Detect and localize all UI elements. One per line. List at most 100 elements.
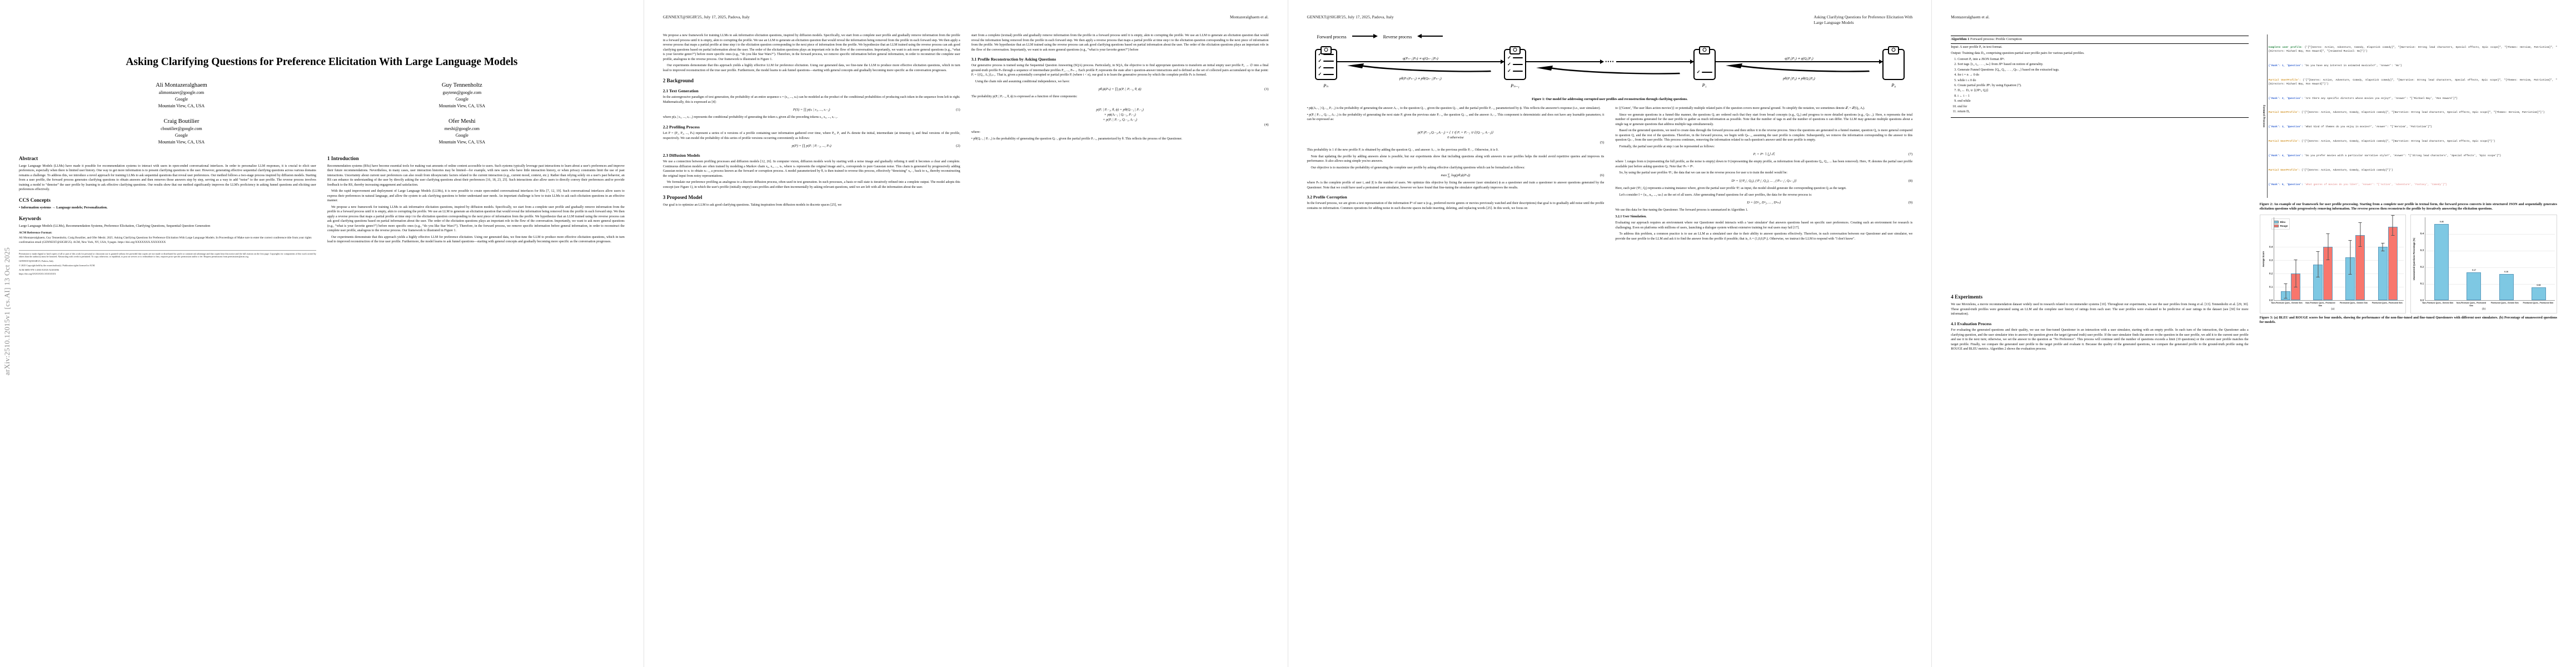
- bar-rect: [2434, 224, 2449, 301]
- background-sub-diffusion: 2.3 Diffusion Models: [662, 153, 700, 158]
- author-email[interactable]: cboutilier@google.com: [161, 126, 202, 132]
- ytick: 0.3: [2269, 258, 2273, 262]
- algorithm-1-title: Algorithm 1 Forward process: Profile Cor…: [1951, 36, 2249, 44]
- equation-9-body: D = {Dᵘ₁, Dᵘ₂, ... , Dᵘₘ}: [1747, 201, 1781, 205]
- equation-8-number: (8): [1908, 178, 1913, 183]
- author-name: Ofer Meshi: [449, 118, 476, 125]
- background-heading: 2 Background: [662, 78, 694, 84]
- paper-page-2: GENNEXT@SIGIR'25, July 17, 2025, Padova,…: [644, 0, 1288, 667]
- equation-3-body: pθ,ϕ(Pₙ) = ∏ p(Pᵢ | Pᵢ₋₁, θ, ϕ): [1098, 87, 1142, 92]
- reverse-arrow-icon: [1417, 33, 1443, 40]
- paper-page-4: Montazeralghaem et al. Algorithm 1 Forwa…: [1932, 0, 2576, 667]
- code-label: {'Rank': 3, 'Question':: [2268, 126, 2303, 129]
- footnote-permission: Permission to make digital or hard copie…: [19, 252, 316, 258]
- sec321-heading: 3.2.1 User Simulation.: [1615, 215, 1912, 220]
- code-block: Partial UserProfile': {'["[Genres: Actio…: [2269, 111, 2557, 115]
- code-text: {'["[Genres: Action, Adventure, Comedy, …: [2300, 111, 2545, 115]
- background-p1: In the autoregressive paradigm of text g…: [662, 96, 960, 104]
- algorithm-1-name: Forward process: Profile Corruption: [1970, 37, 2022, 41]
- reverse-curve-arrow-icon: [1337, 63, 1504, 72]
- xtick: Non-Finetune Ques., Gemini Sim: [2271, 302, 2303, 305]
- author-name: Guy Tennenholtz: [441, 82, 482, 88]
- checklist-row: ✓: [1318, 66, 1334, 70]
- author-email[interactable]: meshi@google.com: [444, 126, 480, 132]
- author-entry: Guy Tennenholtz guytenn@google.com Googl…: [322, 81, 602, 109]
- author-name: Craig Boutilier: [163, 118, 200, 125]
- profile-node-p0: P₀: [1882, 49, 1905, 88]
- middle-top-placeholder: [1526, 54, 1693, 58]
- code-text: 'Do you prefer movies with a particular …: [2303, 155, 2502, 158]
- check-icon: ✓: [1318, 52, 1322, 57]
- chart-a-xticks: Non-Finetune Ques., Gemini Sim Non-Finet…: [2270, 301, 2404, 307]
- bar-value-label: 0.16: [2504, 271, 2509, 273]
- checklist-row: ✓: [1507, 62, 1523, 67]
- page4-left-column: Algorithm 1 Forward process: Profile Cor…: [1951, 33, 2249, 354]
- running-head-page3: GENNEXT@SIGIR'25, July 17, 2025, Padova,…: [1307, 14, 1913, 26]
- code-block: Complete user profile: {'["[Genres: Acti…: [2269, 46, 2557, 54]
- forward-arrow-line-icon: [1715, 59, 1883, 64]
- ytick: 0.4: [2269, 245, 2273, 248]
- check-icon: ✓: [1507, 62, 1511, 67]
- xtick: Finetuned Ques., Finetuned Sim: [2371, 302, 2403, 305]
- runhead-authors: Montazeralghaem et al.: [1229, 14, 1269, 19]
- bar-group: 0.08: [2523, 217, 2555, 301]
- forward-process-sidebar-text: Forward Process: [2262, 104, 2266, 128]
- chart-a-plot: [2274, 215, 2404, 301]
- equation-6: max ∑ log(pθ,ϕ(Pₙ)) (6): [1307, 173, 1605, 178]
- code-text: {'["[Genres: Action, Adventure, Comedy, …: [2268, 46, 2557, 53]
- check-icon: ✓: [1696, 69, 1701, 74]
- clipboard-icon: [1882, 49, 1905, 80]
- code-text: {'["[Genres: Action, Adventure, Comedy, …: [2268, 78, 2558, 86]
- xtick: Finetuned Ques., Gemini Sim: [2340, 302, 2368, 305]
- figure-2-code-listing: Forward Process Complete user profile: {…: [2260, 34, 2557, 198]
- algorithm-step: return Dᵤ: [1957, 109, 2248, 114]
- code-text: 'Are there any specific directors whose …: [2303, 97, 2458, 100]
- acm-ref-body: Ali Montazeralghaem, Guy Tennenholtz, Cr…: [19, 236, 312, 244]
- line-icon: [1323, 60, 1334, 62]
- author-org: Google: [175, 132, 188, 138]
- chart-a-inner: Average Score 0.0 0.1 0.2 0.3 0.4: [2262, 215, 2404, 302]
- gridline: [2425, 267, 2555, 268]
- abstract-column: Abstract Large Language Models (LLMs) ha…: [19, 156, 316, 277]
- equation-6-number: (6): [1600, 173, 1605, 178]
- footnote-doi[interactable]: https://doi.org/XXXXXXX.XXXXXXX: [19, 272, 56, 276]
- ccs-line: • Information systems → Language models;…: [19, 205, 108, 210]
- reverse-curve-arrow-icon: [1716, 63, 1883, 72]
- profile-node-p1: ✓ P₁: [1693, 49, 1716, 88]
- legend-entry-rouge: Rouge: [2273, 225, 2288, 228]
- chart-b-yaxis: 0.0 0.1 0.2 0.3 0.4: [2416, 217, 2425, 302]
- intro-cont: Our experiments demonstrate that this ap…: [662, 64, 960, 72]
- sec3b-p2: Note that updating the profile by adding…: [1307, 155, 1605, 163]
- page-title: Asking Clarifying Questions for Preferen…: [126, 56, 518, 68]
- code-label: Complete user profile:: [2268, 46, 2303, 49]
- page1-columns: Abstract Large Language Models (LLMs) ha…: [19, 156, 625, 277]
- author-org: Google: [175, 97, 188, 102]
- figure-1-chain: ✓ ✓ ✓ ✓ Pₙ q(Pₙ₋₁|Pₙ) ∝ q(Qₙ₋₁|Pₙ): [1307, 49, 1913, 88]
- algorithm-1-steps: Convert Pᵤ into a JSON format JPᵘ. Sort …: [1951, 57, 2248, 114]
- clipboard-icon: ✓ ✓ ✓ ✓: [1314, 49, 1337, 80]
- figure-2-caption: Figure 2: An example of our framework fo…: [2259, 202, 2557, 211]
- checklist-row: ✓: [1318, 59, 1334, 63]
- page3-right-column: to {('Genre', 'The user likes action mov…: [1615, 106, 1912, 243]
- sec31-p5: • pθ(Qᵢ₋₁ | Pᵢ₋₁) is the probability of …: [971, 137, 1183, 141]
- figure-2: Forward Process Complete user profile: {…: [2260, 34, 2557, 211]
- bar-unanswered: 0.46: [2434, 221, 2449, 301]
- ytick: 0.4: [2420, 232, 2424, 236]
- equation-7-number: (7): [1908, 152, 1913, 157]
- ytick: 0.1: [2269, 285, 2273, 288]
- legend-swatch-rouge: [2273, 225, 2279, 228]
- line-icon: [1323, 67, 1334, 69]
- code-block: {'Rank': 4, 'Question': 'Do you prefer m…: [2269, 155, 2557, 158]
- equation-9-number: (9): [1908, 201, 1913, 205]
- experiments-p1: We use Movielens, a movie recommendation…: [1951, 303, 2249, 316]
- bar-unanswered: 0.16: [2499, 271, 2514, 301]
- xtick: Non-Finetune Ques., Finetuned Sim: [2305, 302, 2335, 307]
- reverse-transition-equation: pθ(P₁|P₀) ∝ pθ(Q₀|P₀): [1783, 76, 1815, 81]
- bar-group: 0.17: [2458, 217, 2490, 301]
- author-email[interactable]: alimontazer@google.com: [158, 90, 205, 96]
- author-email[interactable]: guytenn@google.com: [442, 90, 482, 96]
- gridline: [2274, 260, 2404, 261]
- reverse-process-label: Reverse process: [1383, 34, 1412, 39]
- footnote-copyright: © 2025 Copyright held by the owner/autho…: [19, 263, 96, 267]
- equation-9: D = {Dᵘ₁, Dᵘ₂, ... , Dᵘₘ} (9): [1615, 200, 1912, 205]
